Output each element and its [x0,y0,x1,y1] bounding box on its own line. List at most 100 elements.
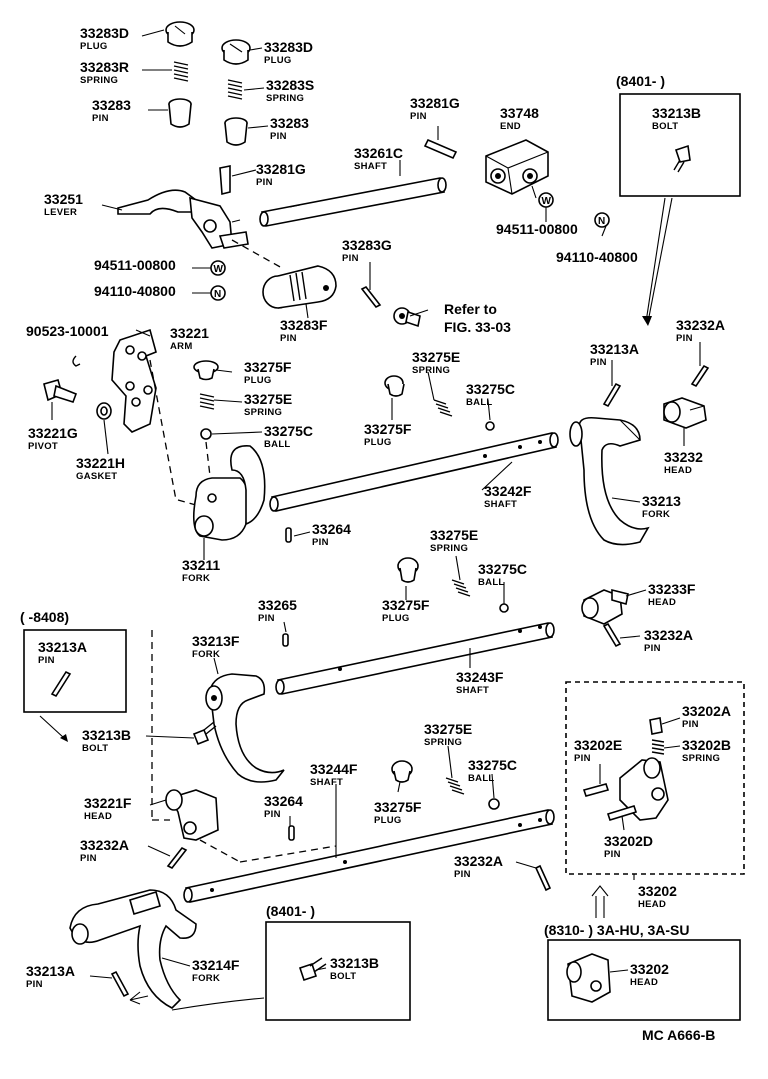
part-number: 33283S [266,77,314,93]
part-number: 33283D [80,25,129,41]
refer-bolt-drawing [393,307,421,328]
box-8401-bot [265,921,411,1021]
box-header-8401-bottom: (8401- ) [266,903,315,919]
part-name: FORK [192,649,220,660]
lever-33251-drawing [117,189,249,249]
sym-w-1-text: W [214,264,224,275]
part-name: PIN [676,333,693,344]
pin-33283-drawing-a [168,98,192,128]
part-number: 33283 [92,97,131,113]
part-number: 33232A [80,837,129,853]
fork-33213-drawing [569,416,650,546]
part-number: 33275F [382,597,430,613]
arm-33221-drawing [111,328,157,433]
ball-33275c-drawing-d [488,798,500,810]
part-number: 33275E [244,391,292,407]
part-name: BALL [478,577,505,588]
lever-dash [231,239,283,269]
part-number: 33275E [412,349,460,365]
part-number: 33232A [454,853,503,869]
part-number: 33275E [430,527,478,543]
head-33232-drawing [663,397,707,429]
head-dash [199,839,241,863]
spring-33275e-drawing-a [199,393,215,410]
part-name: SPRING [244,407,282,418]
part-name: SPRING [682,753,720,764]
part-number: 33202 [638,883,677,899]
part-number: 33275C [466,381,515,397]
end-33748-drawing [485,139,549,195]
sym-n-1-text: N [214,289,221,300]
pin-33213a-drawing-a [602,382,622,408]
part-name: PLUG [80,41,108,52]
shaft-33261c-drawing [259,177,447,227]
part-number: 33261C [354,145,403,161]
part-name: PIN [258,613,275,624]
box-8310 [547,939,741,1021]
part-number: 33264 [264,793,303,809]
part-name: PIN [270,131,287,142]
fork-arrow [129,991,149,1005]
shaft-33243f-drawing [275,622,555,695]
pin-33281g-drawing-a [219,165,231,196]
spring-33275e-drawing-d [445,777,465,795]
part-number: 33221 [170,325,209,341]
part-name: LEVER [44,207,77,218]
leader-lines [51,29,701,979]
part-number: Refer to [444,301,497,317]
pin-33232a-drawing-a [690,364,710,388]
part-name: FORK [192,973,220,984]
pin-33232a-drawing-c [166,846,188,870]
plug-33275f-drawing-c [397,557,419,583]
part-name: PIN [574,753,591,764]
part-name: HEAD [638,899,666,910]
part-number: 94110-40800 [556,249,638,265]
plug-33283d-drawing-b [221,39,251,65]
part-name: PIN [312,537,329,548]
pin-33213a-drawing-c [110,970,130,998]
part-number: FIG. 33-03 [444,319,511,335]
sym-w-2-text: W [542,196,552,207]
part-number: 33202A [682,703,731,719]
part-number: 33202D [604,833,653,849]
spring-33283s-drawing [227,79,243,100]
ball-33275c-drawing-a [200,428,212,440]
pin-33264-drawing-b [288,825,295,841]
box-8408 [23,629,127,742]
head-33221f-drawing [165,789,219,841]
part-name: PLUG [364,437,392,448]
spring-33275e-drawing-b [433,399,453,417]
part-name: BOLT [82,743,108,754]
pin-33281g-drawing-b [423,138,458,160]
part-number: 33275C [468,757,517,773]
part-name: BALL [466,397,493,408]
part-number: 33283R [80,59,129,75]
part-number: 33275C [478,561,527,577]
ball-33275c-drawing-c [499,603,509,613]
box-header-8408: ( -8408) [20,609,69,625]
part-number: 33244F [310,761,358,777]
part-name: SPRING [266,93,304,104]
part-name: PIVOT [28,441,58,452]
part-number: 94511-00800 [496,221,578,237]
pin-33283g-drawing [360,285,382,309]
part-number: 33264 [312,521,351,537]
